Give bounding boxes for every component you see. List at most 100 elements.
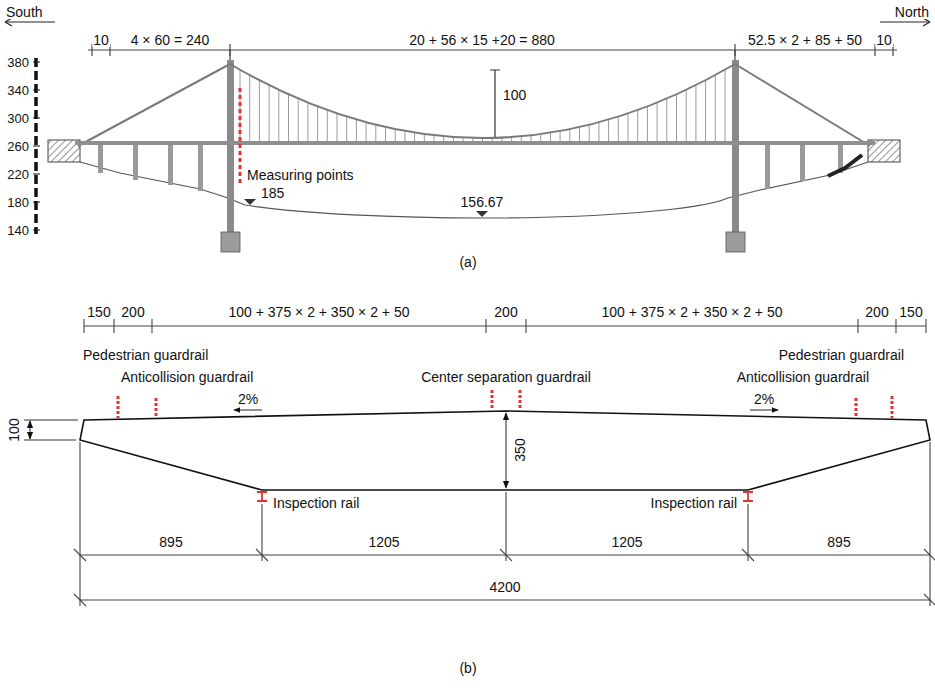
hanger (249, 75, 250, 141)
hanger (618, 117, 619, 141)
dimension-line (80, 599, 930, 600)
hanger (725, 70, 726, 141)
dimension-text: 100 (7, 417, 21, 442)
anticollision-guardrail (155, 398, 158, 417)
dimension-text: 100 + 375 × 2 + 350 × 2 + 50 (228, 305, 411, 319)
slope-label: 2% (753, 392, 775, 406)
hanger (676, 94, 677, 141)
part-label: Anticollision guardrail (120, 370, 254, 384)
hanger (715, 75, 716, 141)
hanger (288, 94, 289, 141)
extension-lines (24, 420, 78, 440)
north-tower (732, 60, 739, 238)
hanger (395, 129, 396, 141)
pier (198, 145, 203, 191)
axis-tick-label: 220 (6, 168, 30, 181)
north-embankment (828, 155, 862, 176)
part-label: Inspection rail (650, 496, 738, 510)
guardrails (118, 390, 892, 418)
tower-foundation (221, 232, 240, 252)
hanger (608, 120, 609, 141)
pedestrian-guardrail (891, 396, 894, 418)
inspection-rail-symbol (743, 492, 753, 501)
dimension-text: 200 (493, 305, 518, 319)
dimension-ticks (74, 594, 935, 606)
section-top-dimensions (84, 319, 926, 333)
hanger (628, 113, 629, 141)
bridge-deck (75, 141, 875, 145)
pier (800, 145, 805, 181)
hanger (589, 125, 590, 141)
dimension-text: 895 (158, 535, 183, 549)
panel-label: (a) (458, 255, 477, 269)
hanger (637, 110, 638, 141)
direction-label: South (5, 5, 44, 19)
anchorages (48, 140, 900, 162)
towers (221, 60, 745, 252)
hanger (356, 120, 357, 141)
dimension-text: 4200 (488, 580, 521, 594)
dimension-ticks (74, 549, 935, 561)
dimension-ticks (84, 319, 926, 333)
box-girder-section (80, 411, 930, 490)
hanger (375, 125, 376, 141)
south-tower (227, 60, 234, 238)
pedestrian-guardrail (117, 396, 120, 418)
hanger (579, 127, 580, 141)
hanger (404, 131, 405, 141)
part-label: Anticollision guardrail (736, 370, 870, 384)
slope-arrow (750, 410, 778, 411)
hanger (307, 103, 308, 141)
hanger (666, 99, 667, 141)
part-label: Pedestrian guardrail (778, 348, 905, 362)
hanger (317, 106, 318, 141)
hanger (647, 106, 648, 141)
hanger (695, 85, 696, 141)
pier (98, 145, 103, 173)
section-height-dimensions (24, 413, 506, 488)
axis-ticks (33, 62, 40, 230)
hanger (657, 103, 658, 141)
slope-arrows (234, 410, 778, 411)
direction-label: North (894, 5, 930, 19)
center-guardrail (491, 390, 494, 410)
dimension-line (88, 49, 897, 50)
level-marker (244, 199, 256, 205)
pier (133, 145, 138, 180)
part-label: Pedestrian guardrail (82, 348, 209, 362)
extension-lines (230, 50, 735, 62)
dimension-text: 350 (513, 437, 527, 462)
backstay-cable (735, 64, 870, 146)
hanger (598, 122, 599, 141)
hanger (337, 113, 338, 141)
dimension-text: 200 (120, 305, 145, 319)
inspection-rail-symbol (257, 492, 267, 501)
part-label: Center separation guardrail (420, 370, 592, 384)
axis-tick-label: 380 (6, 56, 30, 69)
direction-line (5, 21, 55, 22)
height-dimension (490, 70, 500, 137)
elevation-axis (33, 58, 40, 234)
measuring-points (239, 88, 242, 184)
dimension-text: 150 (86, 305, 111, 319)
dimension-text: 10 (92, 33, 110, 47)
axis-tick-label: 140 (6, 224, 30, 237)
dimension-text: 895 (826, 535, 851, 549)
cables (78, 64, 870, 146)
callout-label: Measuring points (246, 168, 355, 182)
elevation-label: 156.67 (460, 195, 505, 209)
direction-arrows (5, 18, 930, 26)
part-label: Inspection rail (272, 496, 360, 510)
direction-line (880, 21, 930, 22)
hanger (705, 80, 706, 141)
section-bottom-dimensions (74, 442, 935, 606)
hanger (385, 127, 386, 141)
dimension-line (505, 413, 506, 488)
backstay-cable (78, 64, 230, 146)
axis-tick-label: 300 (6, 112, 30, 125)
dimension-text: 20 + 56 × 15 +20 = 880 (408, 33, 556, 47)
dimension-text: 1205 (610, 535, 643, 549)
approach-piers (98, 145, 843, 191)
hanger (550, 133, 551, 141)
